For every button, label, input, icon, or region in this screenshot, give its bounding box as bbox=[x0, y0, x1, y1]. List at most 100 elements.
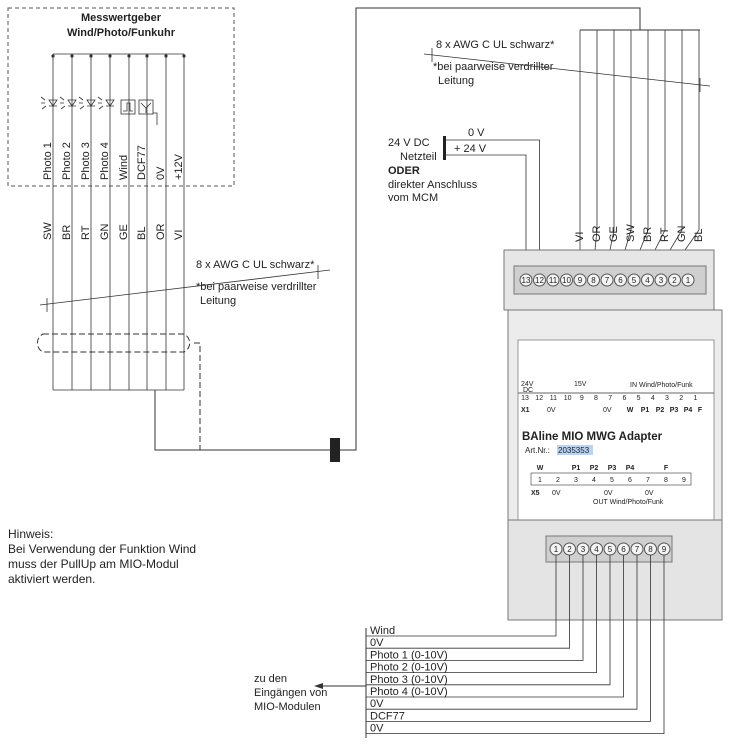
terminal-screw-icon bbox=[600, 273, 614, 287]
top-wire-label: BL bbox=[693, 229, 705, 242]
output-signal-wire bbox=[366, 555, 570, 649]
x1-zero-b: 0V bbox=[603, 407, 612, 414]
output-signal-wire bbox=[366, 555, 665, 734]
terminal-screw-icon bbox=[533, 273, 546, 287]
hint-title: Hinweis: bbox=[8, 527, 53, 541]
cable-color-label: BR bbox=[61, 225, 73, 240]
x1-number: 8 bbox=[594, 395, 598, 402]
cable-color-label: RT bbox=[80, 225, 92, 240]
top-wire-label: GN bbox=[676, 225, 688, 242]
antenna-feed bbox=[153, 112, 158, 125]
sun-photo-icon bbox=[86, 99, 96, 107]
cable-color-label: OR bbox=[155, 223, 167, 240]
x1-signal: P4 bbox=[684, 407, 693, 414]
sensor-title-line2: Wind/Photo/Funkuhr bbox=[67, 27, 176, 39]
sensor-box: Messwertgeber Wind/Photo/Funkuhr bbox=[7, 7, 235, 187]
x5-number: 4 bbox=[592, 477, 596, 484]
sensor-output-label: Photo 2 bbox=[61, 142, 73, 180]
target-arrow-head bbox=[314, 683, 323, 689]
terminal-screw-icon bbox=[560, 273, 573, 287]
label-out: OUT Wind/Photo/Funk bbox=[593, 499, 664, 506]
cable-top-note2: Leitung bbox=[438, 75, 474, 87]
output-signal-label: Wind bbox=[370, 625, 395, 637]
x1-number: 6 bbox=[622, 395, 626, 402]
bottom-terminal-number: 1 bbox=[554, 545, 559, 554]
hint-note: Hinweis: Bei Verwendung der Funktion Win… bbox=[8, 527, 196, 586]
sensor-output-label: 0V bbox=[155, 166, 167, 180]
x5-label: X5 bbox=[531, 490, 540, 497]
hint-line3: aktiviert werden. bbox=[8, 572, 95, 586]
cable-color-label: GE bbox=[118, 224, 130, 240]
square-wave-icon bbox=[120, 99, 136, 115]
output-signal-label: Photo 4 (0-10V) bbox=[370, 686, 448, 698]
bottom-terminal-number: 3 bbox=[581, 545, 586, 554]
art-number-highlight bbox=[557, 445, 593, 455]
output-signal-label: Photo 3 (0-10V) bbox=[370, 674, 448, 686]
wire-junction bbox=[51, 54, 55, 58]
hint-line2: muss der PullUp am MIO-Modul bbox=[8, 557, 179, 571]
x1-signal: P3 bbox=[670, 407, 679, 414]
power-alt2: vom MCM bbox=[388, 192, 438, 204]
bottom-terminal-number: 4 bbox=[594, 545, 599, 554]
bottom-terminal-number: 9 bbox=[662, 545, 667, 554]
terminal-screw-icon bbox=[614, 273, 627, 287]
output-signal-label: 0V bbox=[370, 698, 384, 710]
power-voltage: 24 V DC bbox=[388, 137, 430, 149]
target-line1: zu den bbox=[254, 673, 287, 685]
antenna-path bbox=[140, 102, 152, 113]
sun-photo-icon bbox=[48, 99, 58, 107]
output-signal-label: Photo 2 (0-10V) bbox=[370, 662, 448, 674]
top-terminal-number: 1 bbox=[686, 276, 691, 285]
cable-color-label: VI bbox=[173, 230, 185, 240]
adapter-bottom-block bbox=[507, 519, 723, 621]
antenna-receiver-icon bbox=[138, 99, 154, 115]
output-signal-wire bbox=[366, 555, 584, 661]
top-terminal-number: 9 bbox=[578, 276, 583, 285]
x5-number: 1 bbox=[538, 477, 542, 484]
x5-number: 6 bbox=[628, 477, 632, 484]
top-wire-label: SW bbox=[625, 224, 637, 242]
x1-signal: P1 bbox=[641, 407, 650, 414]
top-terminal-number: 2 bbox=[672, 276, 677, 285]
bottom-terminal-number: 5 bbox=[608, 545, 613, 554]
sensor-output-label: Photo 3 bbox=[80, 142, 92, 180]
x1-number: 2 bbox=[679, 395, 683, 402]
terminal-screw-icon bbox=[573, 273, 587, 287]
shield-drain bbox=[194, 342, 330, 451]
cable-left-spec: 8 x AWG C UL schwarz* bbox=[196, 259, 315, 271]
wire-junction bbox=[164, 54, 168, 58]
wire-junction bbox=[89, 54, 93, 58]
x5-signal: P1 bbox=[572, 465, 581, 472]
x1-zero-a: 0V bbox=[547, 407, 556, 414]
output-signal-wire bbox=[366, 555, 638, 710]
top-terminal-number: 12 bbox=[535, 276, 544, 285]
output-signal-wire bbox=[366, 555, 611, 686]
label-15v: 15V bbox=[574, 381, 587, 388]
terminal-screw-icon bbox=[681, 273, 695, 287]
power-zero: 0 V bbox=[468, 127, 485, 139]
top-terminal-number: 10 bbox=[562, 276, 571, 285]
x5-signal: F bbox=[664, 465, 669, 472]
terminal-screw-icon bbox=[519, 273, 533, 287]
sun-ray bbox=[40, 96, 47, 110]
x5-signal: P3 bbox=[608, 465, 617, 472]
cable-route bbox=[340, 7, 641, 451]
x5-number-box bbox=[530, 472, 692, 486]
top-terminal-number: 13 bbox=[522, 276, 531, 285]
x1-number: 1 bbox=[693, 395, 697, 402]
bottom-terminal-number: 7 bbox=[635, 545, 640, 554]
top-wire-label: BR bbox=[642, 227, 654, 242]
target-line3: MIO-Modulen bbox=[254, 701, 321, 713]
x1-number: 10 bbox=[564, 395, 572, 402]
cable-top: 8 x AWG C UL schwarz* *bei paarweise ver… bbox=[433, 39, 555, 87]
power-alt1: direkter Anschluss bbox=[388, 179, 478, 191]
x5-number: 7 bbox=[646, 477, 650, 484]
cable-top-note1: *bei paarweise verdrillter bbox=[433, 61, 554, 73]
x1-signal: P2 bbox=[656, 407, 665, 414]
top-terminal-number: 5 bbox=[632, 276, 637, 285]
cable-left-leader bbox=[39, 269, 331, 306]
x1-number: 12 bbox=[535, 395, 543, 402]
top-wire-label: RT bbox=[659, 227, 671, 242]
